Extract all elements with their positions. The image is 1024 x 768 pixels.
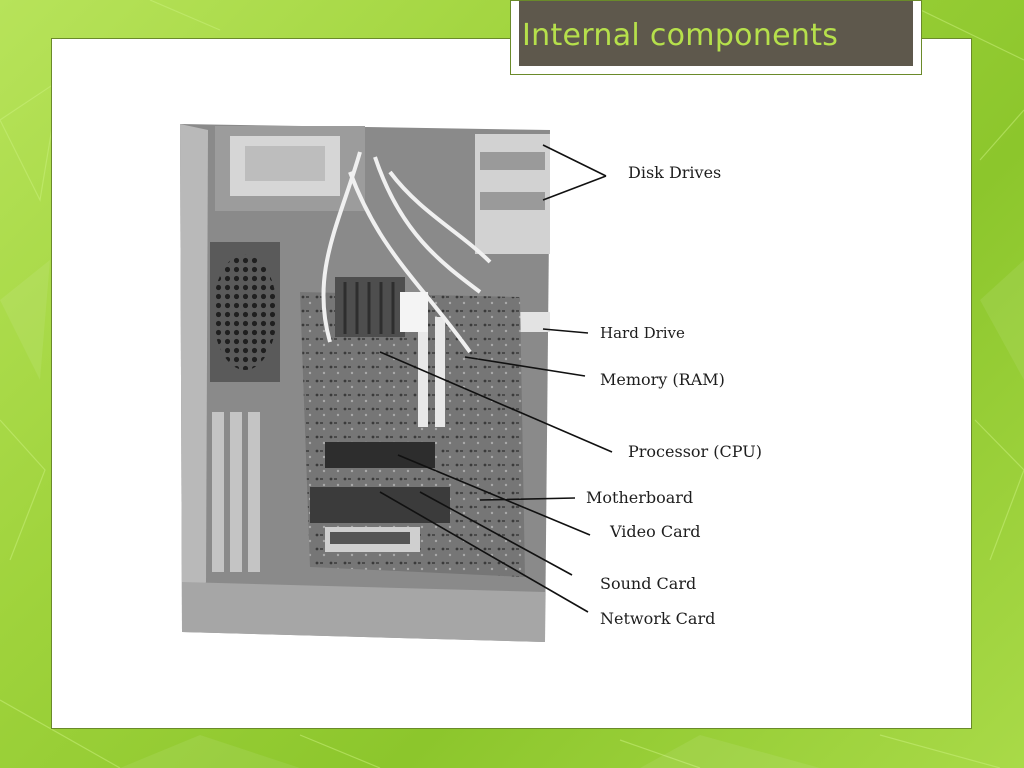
- slide-title: Internal components: [522, 18, 839, 53]
- label-memory: Memory (RAM): [600, 370, 725, 389]
- label-sound-card: Sound Card: [600, 574, 697, 593]
- label-hard-drive: Hard Drive: [600, 324, 685, 342]
- title-box: [510, 0, 922, 75]
- label-disk-drives: Disk Drives: [628, 163, 722, 182]
- label-network-card: Network Card: [600, 609, 716, 628]
- title-bar: [519, 1, 913, 66]
- computer-internals-photo: [180, 124, 550, 642]
- label-processor: Processor (CPU): [628, 442, 762, 461]
- label-video-card: Video Card: [610, 522, 701, 541]
- label-motherboard: Motherboard: [586, 488, 694, 507]
